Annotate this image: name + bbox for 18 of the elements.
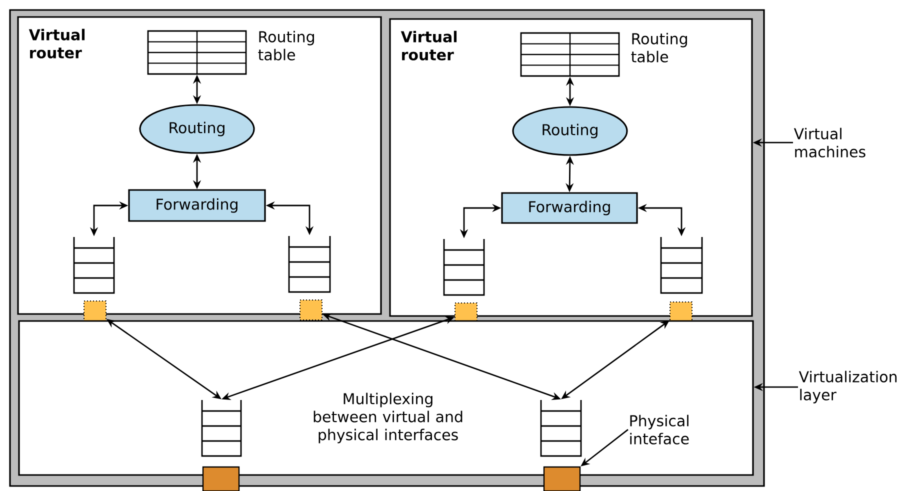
queue-drawing xyxy=(443,239,485,296)
queue-drawing xyxy=(540,400,582,457)
forwarding-box: Forwarding xyxy=(128,189,266,222)
table-label: Routing table xyxy=(631,32,687,62)
queue-drawing xyxy=(73,237,115,294)
queue-drawing xyxy=(201,400,242,457)
physical-port xyxy=(202,466,240,491)
forwarding-box: Forwarding xyxy=(501,192,638,224)
table-label: Routing table xyxy=(258,30,314,60)
side-label: Virtualization layer xyxy=(798,370,897,404)
queue-drawing xyxy=(660,237,703,294)
queue-drawing xyxy=(288,236,331,293)
interface-port xyxy=(670,302,692,322)
interface-port xyxy=(300,300,322,320)
interface-port xyxy=(84,300,106,322)
side-label: Virtual machines xyxy=(794,128,866,158)
side-label: Physical inteface xyxy=(630,414,689,444)
physical-port xyxy=(543,466,581,491)
